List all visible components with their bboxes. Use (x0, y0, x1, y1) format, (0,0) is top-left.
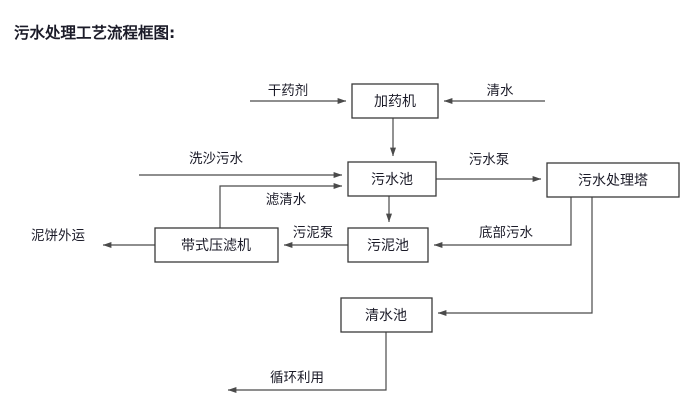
node-box-sludge-pool[interactable] (347, 227, 429, 263)
node-dosing-machine[interactable]: 加药机 (351, 83, 439, 119)
edge-label-sand-wash-water: 洗沙污水 (189, 151, 243, 167)
node-label-dosing-machine: 加药机 (374, 94, 416, 110)
edge-label-clean-water: 清水 (487, 83, 515, 99)
edge-label-sludge-pump: 污泥泵 (293, 225, 334, 241)
edge-tower-bottom-sewage-to-sludge-pool (433, 197, 572, 248)
edge-filtrate-to-wastewater-pool (219, 183, 343, 228)
connector-layer (102, 97, 593, 393)
node-treatment-tower[interactable]: 污水处理塔 (546, 162, 680, 198)
node-box-clearwater-pool[interactable] (340, 297, 433, 333)
node-box-wastewater-pool[interactable] (347, 161, 437, 197)
node-belt-filter-press[interactable]: 带式压滤机 (154, 227, 279, 263)
node-wastewater-pool[interactable]: 污水池 (347, 161, 437, 197)
edge-label-sewage-pump: 污水泵 (469, 152, 510, 168)
edge-clearwater-pool-to-recycle (227, 332, 387, 393)
page-title: 污水处理工艺流程框图: (14, 23, 175, 42)
node-box-belt-filter-press[interactable] (154, 227, 279, 263)
node-label-sludge-pool: 污泥池 (367, 238, 409, 254)
edge-label-filtrate-water: 滤清水 (266, 192, 307, 208)
node-sludge-pool[interactable]: 污泥池 (347, 227, 429, 263)
edge-label-layer: 干药剂 清水 洗沙污水 滤清水 污水泵 污泥泵 底部污水 泥饼外运 循环利用 (31, 83, 533, 386)
node-box-dosing-machine[interactable] (351, 83, 439, 119)
terminal-label-cake-outbound: 泥饼外运 (31, 228, 85, 244)
node-label-treatment-tower: 污水处理塔 (578, 173, 648, 189)
node-label-clearwater-pool: 清水池 (365, 308, 407, 324)
edge-label-dry-reagent: 干药剂 (268, 83, 309, 99)
node-label-belt-filter-press: 带式压滤机 (181, 238, 251, 254)
node-box-treatment-tower[interactable] (546, 162, 680, 198)
edge-tower-to-clearwater-pool (437, 197, 593, 316)
node-label-wastewater-pool: 污水池 (371, 172, 413, 188)
node-clearwater-pool[interactable]: 清水池 (340, 297, 433, 333)
edge-label-bottom-sewage: 底部污水 (479, 225, 533, 241)
terminal-label-recycle-use: 循环利用 (270, 370, 324, 386)
